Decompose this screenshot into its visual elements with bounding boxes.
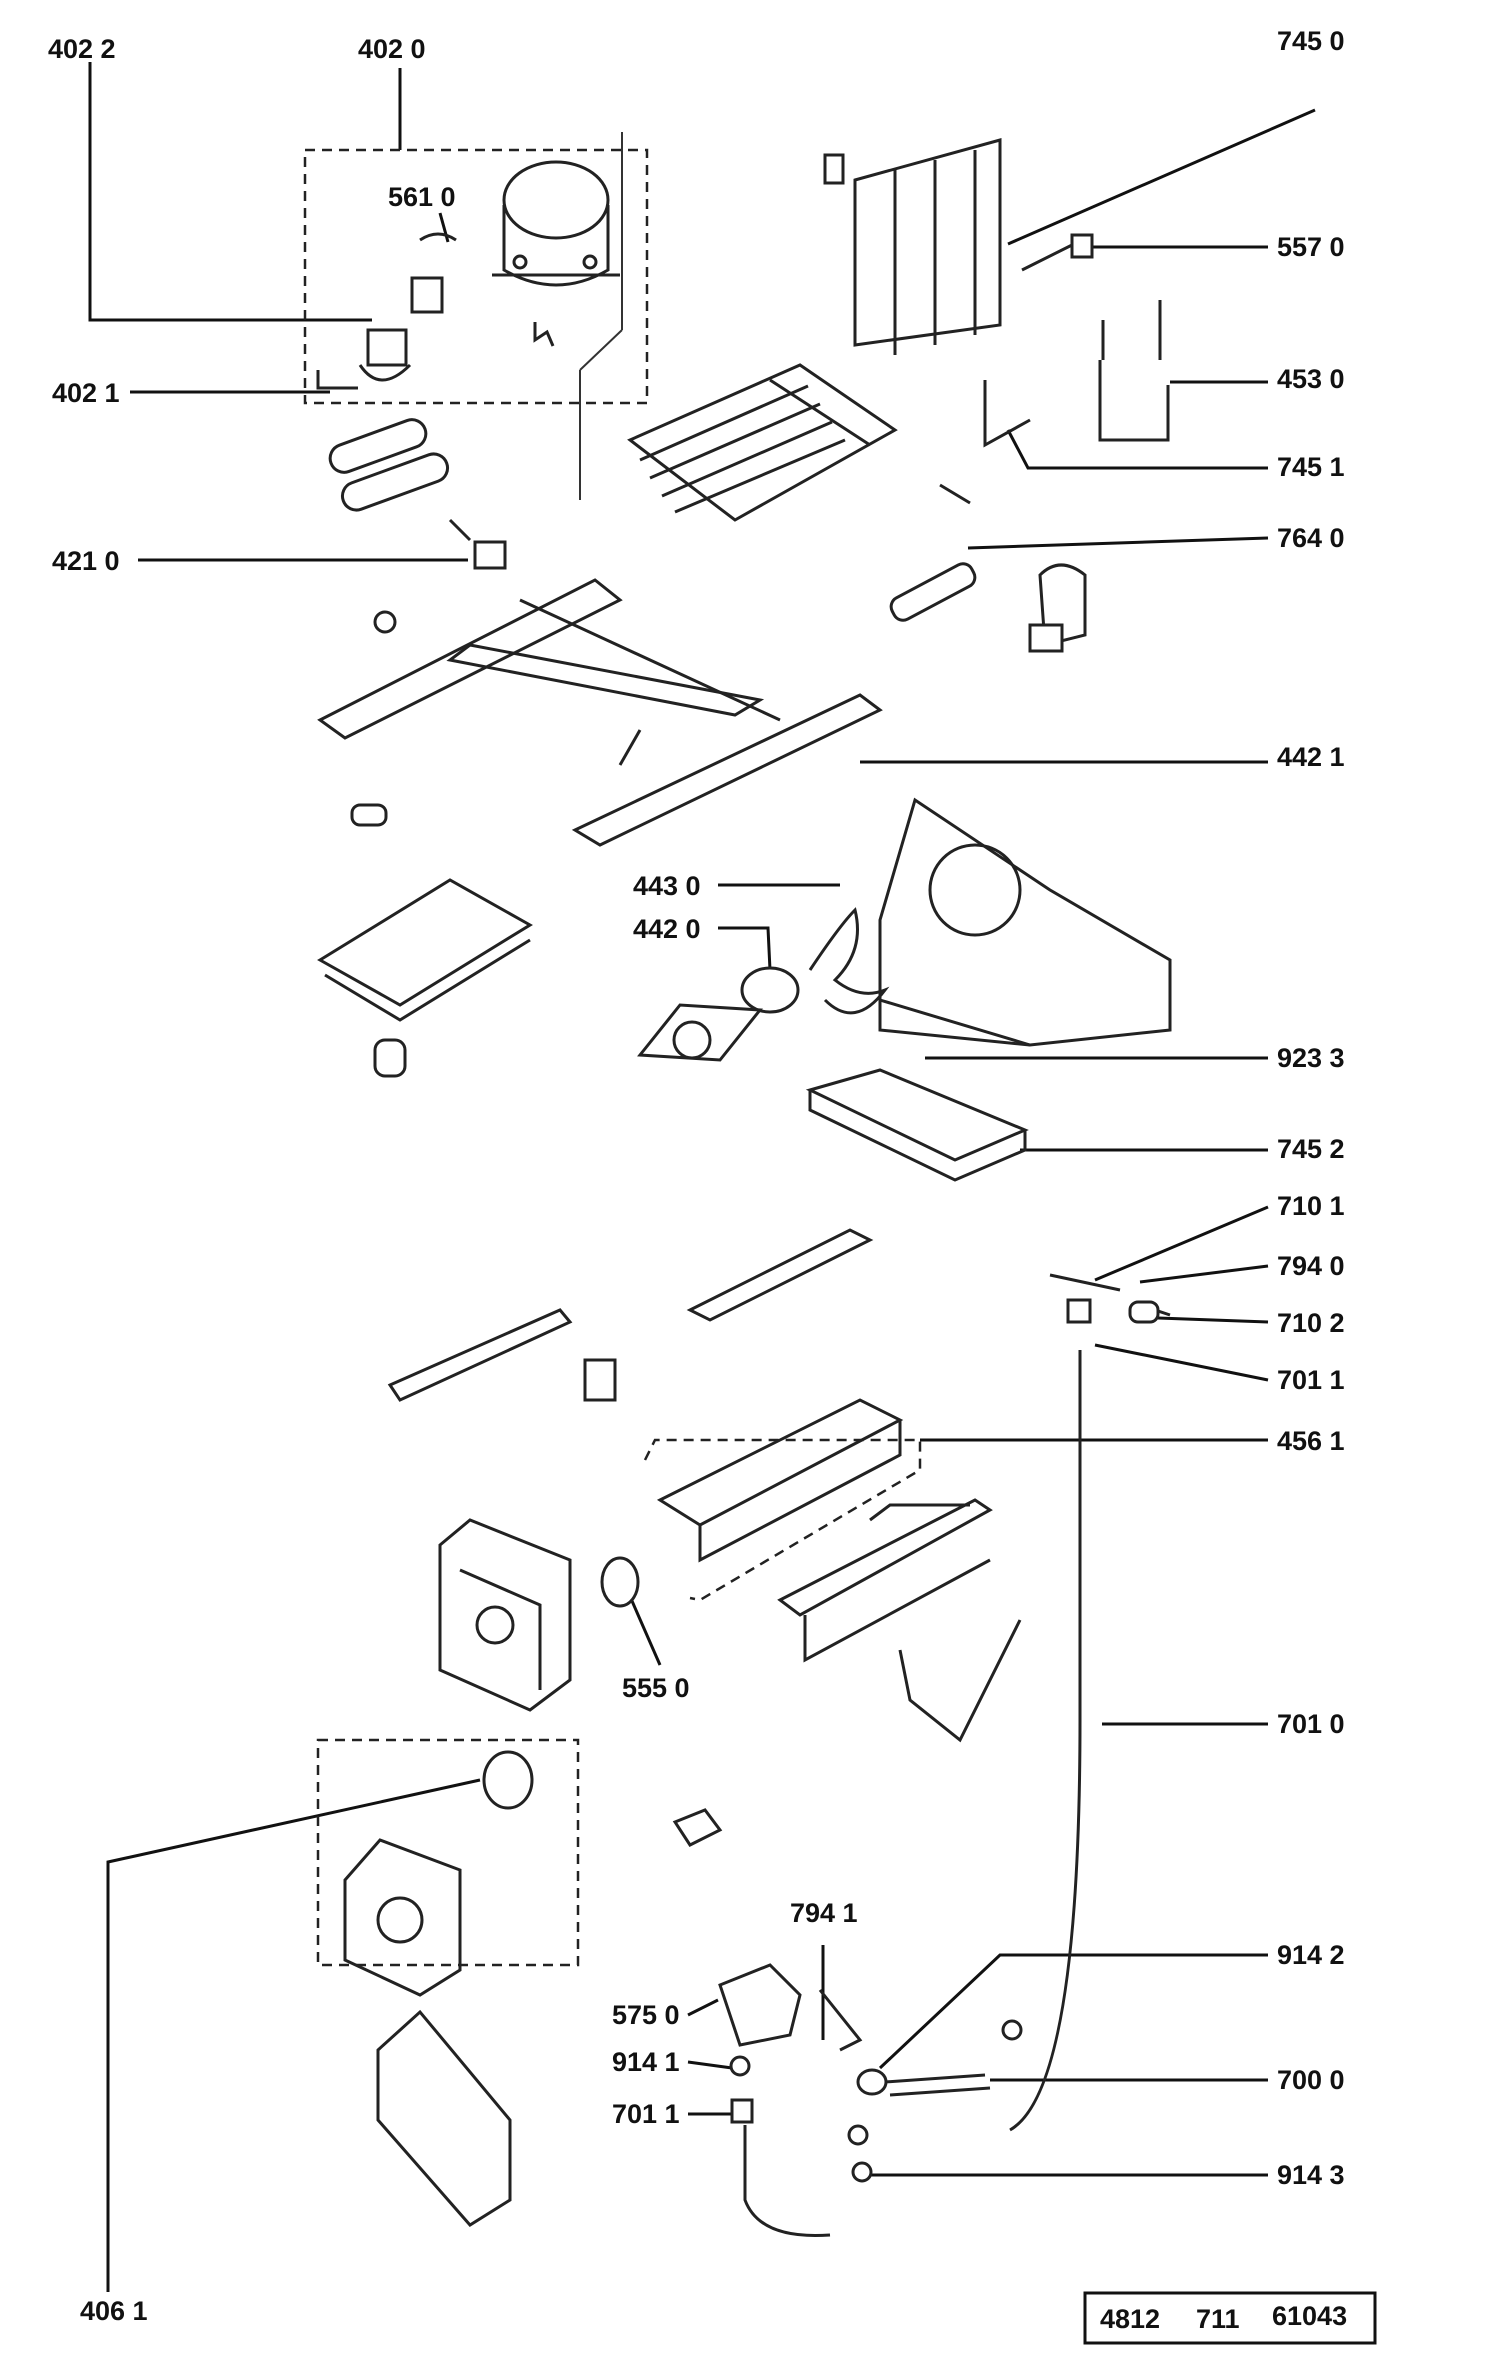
dryer-764 [889, 562, 1087, 653]
label-914-1: 914 1 [612, 2047, 680, 2077]
label-421-0: 421 0 [52, 546, 120, 576]
capacitor-421 [448, 518, 507, 570]
label-402-2: 402 2 [48, 34, 116, 64]
label-402-1: 402 1 [52, 378, 120, 408]
label-557-0: 557 0 [1277, 232, 1345, 262]
spring-and-pad [317, 803, 533, 1078]
drain-pan-745 [805, 1068, 1029, 1182]
reference-part-c: 61043 [1272, 2301, 1347, 2331]
label-701-1: 701 1 [1277, 1365, 1345, 1395]
label-794-1: 794 1 [790, 1898, 858, 1928]
label-914-2: 914 2 [1277, 1940, 1345, 1970]
label-710-1: 710 1 [1277, 1191, 1345, 1221]
label-555-0: 555 0 [622, 1673, 690, 1703]
module-group-box [316, 1738, 580, 1967]
label-700-0: 700 0 [1277, 2065, 1345, 2095]
label-561-0: 561 0 [388, 182, 456, 212]
label-764-0: 764 0 [1277, 523, 1345, 553]
label-456-1: 456 1 [1277, 1426, 1345, 1456]
part-labels: 402 2 402 0 745 0 561 0 557 0 453 0 402 … [48, 26, 1345, 2326]
label-443-0: 443 0 [633, 871, 701, 901]
label-710-2: 710 2 [1277, 1308, 1345, 1338]
control-housing [438, 1518, 640, 1712]
label-794-0: 794 0 [1277, 1251, 1345, 1281]
cover-406 [376, 2009, 512, 2227]
evaporator-coil [823, 138, 1002, 355]
reference-number-box: 4812 711 61043 [1083, 2291, 1377, 2345]
water-inlet-fitting [1049, 1273, 1171, 1324]
label-914-3: 914 3 [1277, 2160, 1345, 2190]
small-fittings [939, 233, 1170, 505]
label-745-0: 745 0 [1277, 26, 1345, 56]
label-442-0: 442 0 [633, 914, 701, 944]
label-442-1: 442 1 [1277, 742, 1345, 772]
label-453-0: 453 0 [1277, 364, 1345, 394]
label-923-3: 923 3 [1277, 1043, 1345, 1073]
reference-part-a: 4812 [1100, 2304, 1160, 2334]
reference-part-b: 711 [1196, 2304, 1240, 2334]
compressor [492, 132, 623, 500]
compressor-group-box [303, 148, 649, 405]
tube-700 [856, 2068, 991, 2097]
label-745-1: 745 1 [1277, 452, 1345, 482]
ice-maker-assembly [387, 1228, 1022, 1743]
tubes [328, 418, 450, 512]
module-406 [343, 1750, 534, 1997]
base-frame [317, 578, 883, 847]
label-701-0: 701 0 [1277, 1709, 1345, 1739]
label-701-1-lower: 701 1 [612, 2099, 680, 2129]
label-575-0: 575 0 [612, 2000, 680, 2030]
small-bracket [672, 1808, 1023, 2183]
water-valve-575 [718, 1963, 863, 2238]
fan-motor [637, 907, 890, 1062]
fill-tube-701 [1009, 1350, 1082, 2132]
label-745-2: 745 2 [1277, 1134, 1345, 1164]
label-406-1: 406 1 [80, 2296, 148, 2326]
label-402-0: 402 0 [358, 34, 426, 64]
leader-lines [88, 62, 1316, 2292]
condenser-coil [627, 363, 898, 522]
fan-shroud-923 [878, 797, 1172, 1047]
relay-parts [316, 232, 457, 390]
